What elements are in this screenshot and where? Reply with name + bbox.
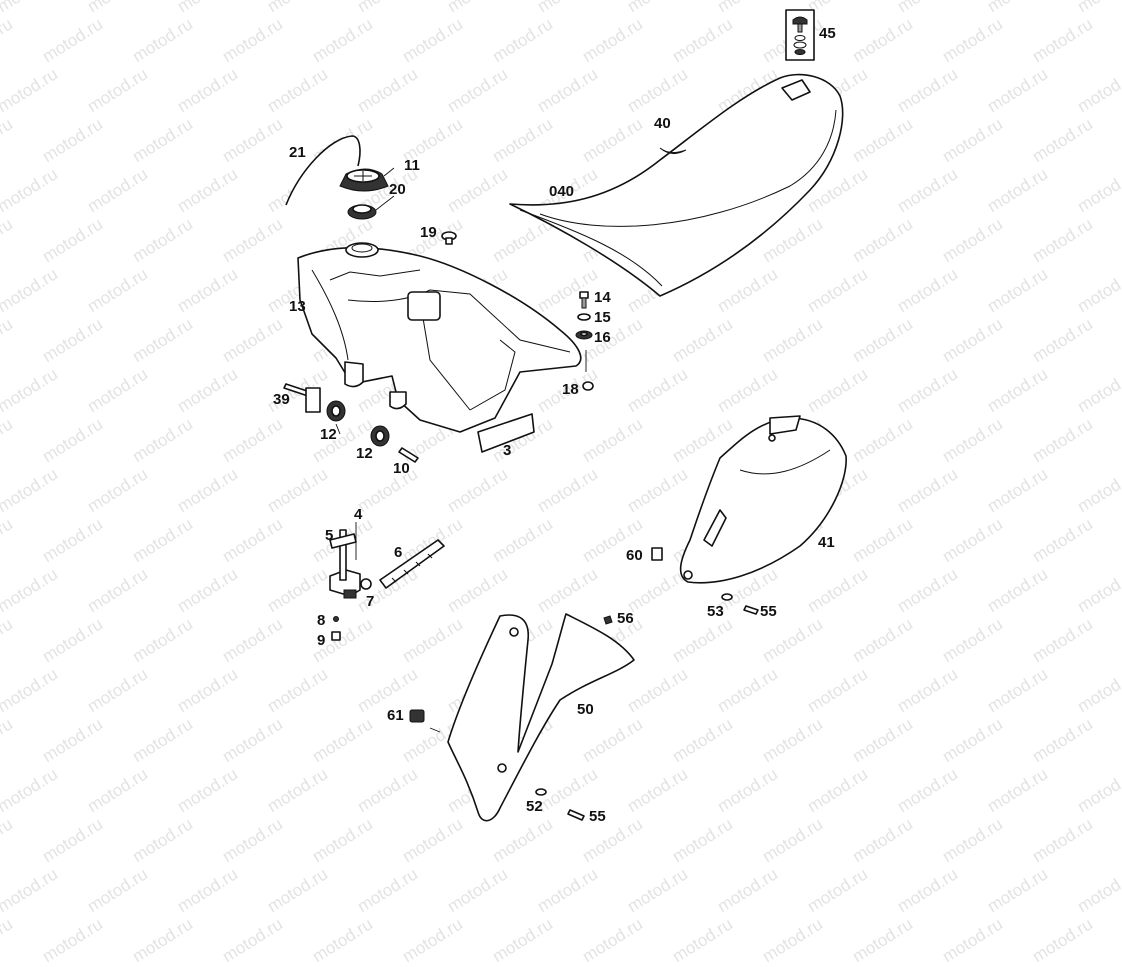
watermark-text: motod.ru bbox=[219, 914, 286, 967]
callout-6: 6 bbox=[394, 544, 403, 561]
part-55-bolt-lower bbox=[567, 809, 585, 821]
part-11-fuel-cap bbox=[339, 168, 389, 192]
callout-21: 21 bbox=[289, 144, 306, 161]
watermark-text: motod.ru bbox=[759, 914, 826, 967]
watermark-text: motod.ru bbox=[894, 864, 961, 917]
callout-12-lower: 12 bbox=[356, 445, 373, 462]
watermark-text: motod.ru bbox=[309, 914, 376, 967]
watermark-text: motod.ru bbox=[714, 864, 781, 917]
watermark-text: motod.ru bbox=[579, 914, 646, 967]
callout-53: 53 bbox=[707, 603, 724, 620]
callout-52: 52 bbox=[526, 798, 543, 815]
part-50-shroud bbox=[429, 613, 635, 822]
callout-18: 18 bbox=[562, 381, 579, 398]
callout-3: 3 bbox=[503, 442, 512, 459]
part-55-bolt-upper bbox=[743, 605, 759, 615]
watermark-text: motod.ru bbox=[804, 864, 871, 917]
callout-7: 7 bbox=[366, 593, 375, 610]
part-45-bolt-kit bbox=[785, 9, 815, 61]
watermark-text: motod.ru bbox=[534, 864, 601, 917]
part-14-screw bbox=[579, 291, 589, 309]
watermark-text: motod.ru bbox=[354, 864, 421, 917]
part-16-rubber-washer bbox=[575, 330, 593, 340]
part-53-washer bbox=[721, 593, 733, 601]
part-20-cap-seal bbox=[347, 204, 377, 220]
callout-15: 15 bbox=[594, 309, 611, 326]
callout-55-upper: 55 bbox=[760, 603, 777, 620]
watermark-text: motod.ru bbox=[129, 914, 196, 967]
callout-040: 040 bbox=[549, 183, 575, 200]
callout-10: 10 bbox=[393, 460, 410, 477]
part-9-screw bbox=[331, 631, 341, 641]
part-39-bolt bbox=[283, 383, 321, 413]
part-4-fuel-tap bbox=[329, 522, 361, 599]
watermark-text: motod.ru bbox=[1074, 864, 1122, 917]
part-19-plug bbox=[441, 231, 457, 245]
part-12-bush-upper bbox=[326, 400, 346, 422]
part-41-side-panel bbox=[679, 415, 847, 584]
part-61-nut bbox=[409, 709, 425, 723]
part-7-clip bbox=[360, 578, 372, 590]
part-5-filter-plate bbox=[329, 533, 357, 549]
callout-39: 39 bbox=[273, 391, 290, 408]
part-60-clip bbox=[651, 547, 663, 561]
part-12-bush-lower bbox=[370, 425, 390, 447]
part-52-washer bbox=[535, 788, 547, 796]
watermark-text: motod.ru bbox=[984, 864, 1051, 917]
callout-20: 20 bbox=[389, 181, 406, 198]
watermark-text: motod.ru bbox=[264, 864, 331, 917]
watermark-text: motod.ru bbox=[444, 864, 511, 917]
watermark-text: motod.ru bbox=[84, 864, 151, 917]
part-18-nut bbox=[582, 350, 594, 391]
watermark-text: motod.ru bbox=[624, 864, 691, 917]
watermark-text: motod.ru bbox=[39, 914, 106, 967]
callout-45: 45 bbox=[819, 25, 836, 42]
callout-4: 4 bbox=[354, 506, 363, 523]
watermark-text: motod.ru bbox=[174, 864, 241, 917]
callout-11: 11 bbox=[404, 157, 420, 174]
part-56-screw bbox=[603, 615, 613, 625]
watermark-text: motod.ru bbox=[399, 914, 466, 967]
part-3-pad bbox=[477, 413, 535, 453]
part-13-fuel-tank bbox=[297, 242, 582, 433]
callout-41: 41 bbox=[818, 534, 835, 551]
watermark-text: motod.ru bbox=[1029, 914, 1096, 967]
callout-50: 50 bbox=[577, 701, 594, 718]
watermark-text: motod.ru bbox=[939, 914, 1006, 967]
callout-60: 60 bbox=[626, 547, 643, 564]
callout-40: 40 bbox=[654, 115, 671, 132]
watermark-text: motod.ru bbox=[849, 914, 916, 967]
callout-9: 9 bbox=[317, 632, 326, 649]
callout-14: 14 bbox=[594, 289, 611, 306]
part-8-washer bbox=[333, 616, 339, 622]
callout-13: 13 bbox=[289, 298, 306, 315]
part-040-seat bbox=[509, 73, 844, 297]
watermark-text: motod.ru bbox=[489, 914, 556, 967]
part-6-hose bbox=[379, 539, 445, 589]
callout-61: 61 bbox=[387, 707, 404, 724]
callout-19: 19 bbox=[420, 224, 437, 241]
watermark-text: motod.ru bbox=[0, 864, 61, 917]
exploded-parts-diagram bbox=[283, 9, 847, 822]
callout-5: 5 bbox=[325, 527, 334, 544]
part-10-bolt bbox=[398, 447, 419, 463]
watermark-text: motod.ru bbox=[0, 914, 16, 967]
callout-16: 16 bbox=[594, 329, 611, 346]
callout-56: 56 bbox=[617, 610, 634, 627]
callout-12-upper: 12 bbox=[320, 426, 337, 443]
watermark-text: motod.ru bbox=[669, 914, 736, 967]
part-21-vent-hose bbox=[285, 135, 361, 206]
callout-55-lower: 55 bbox=[589, 808, 606, 825]
part-15-washer bbox=[577, 313, 591, 321]
leader-lines bbox=[335, 167, 395, 435]
callout-8: 8 bbox=[317, 612, 326, 629]
